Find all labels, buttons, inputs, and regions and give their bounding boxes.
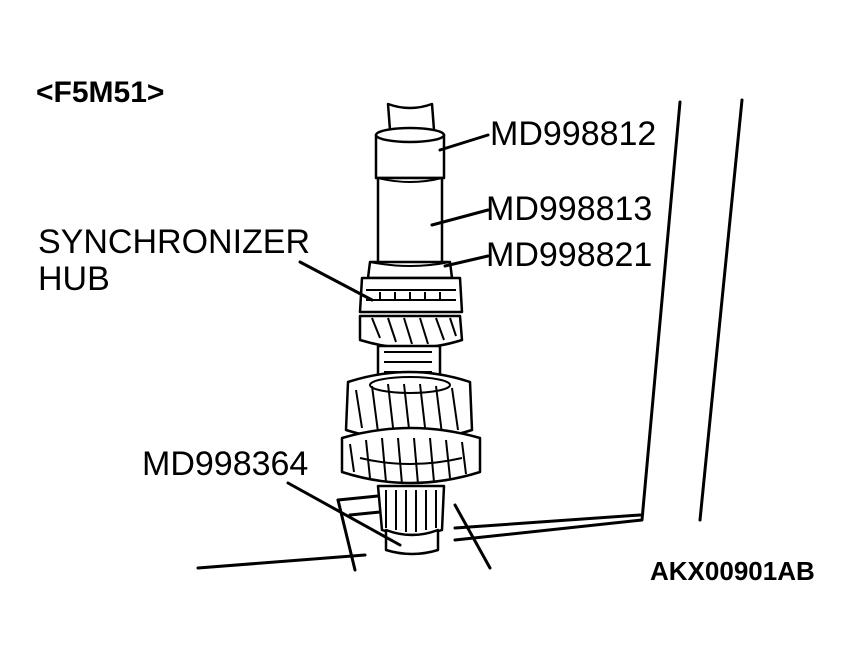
- label-md998364: MD998364: [142, 445, 308, 483]
- label-hub: HUB: [38, 260, 110, 298]
- leader-lines: [286, 133, 490, 547]
- tool-md998813-body: [376, 176, 444, 268]
- label-md998813: MD998813: [486, 190, 652, 228]
- output-spline: [376, 484, 446, 537]
- special-tool-stack: [366, 102, 454, 280]
- model-heading: <F5M51>: [36, 76, 164, 109]
- label-md998821: MD998821: [486, 236, 652, 274]
- lower-gear: [340, 426, 482, 485]
- gear-assembly: [340, 276, 482, 556]
- label-synchronizer: SYNCHRONIZER: [38, 223, 310, 261]
- figure-code: AKX00901AB: [650, 556, 815, 586]
- label-md998812: MD998812: [490, 115, 656, 153]
- housing-outline: [196, 98, 744, 572]
- tool-md998364-base: [384, 528, 440, 556]
